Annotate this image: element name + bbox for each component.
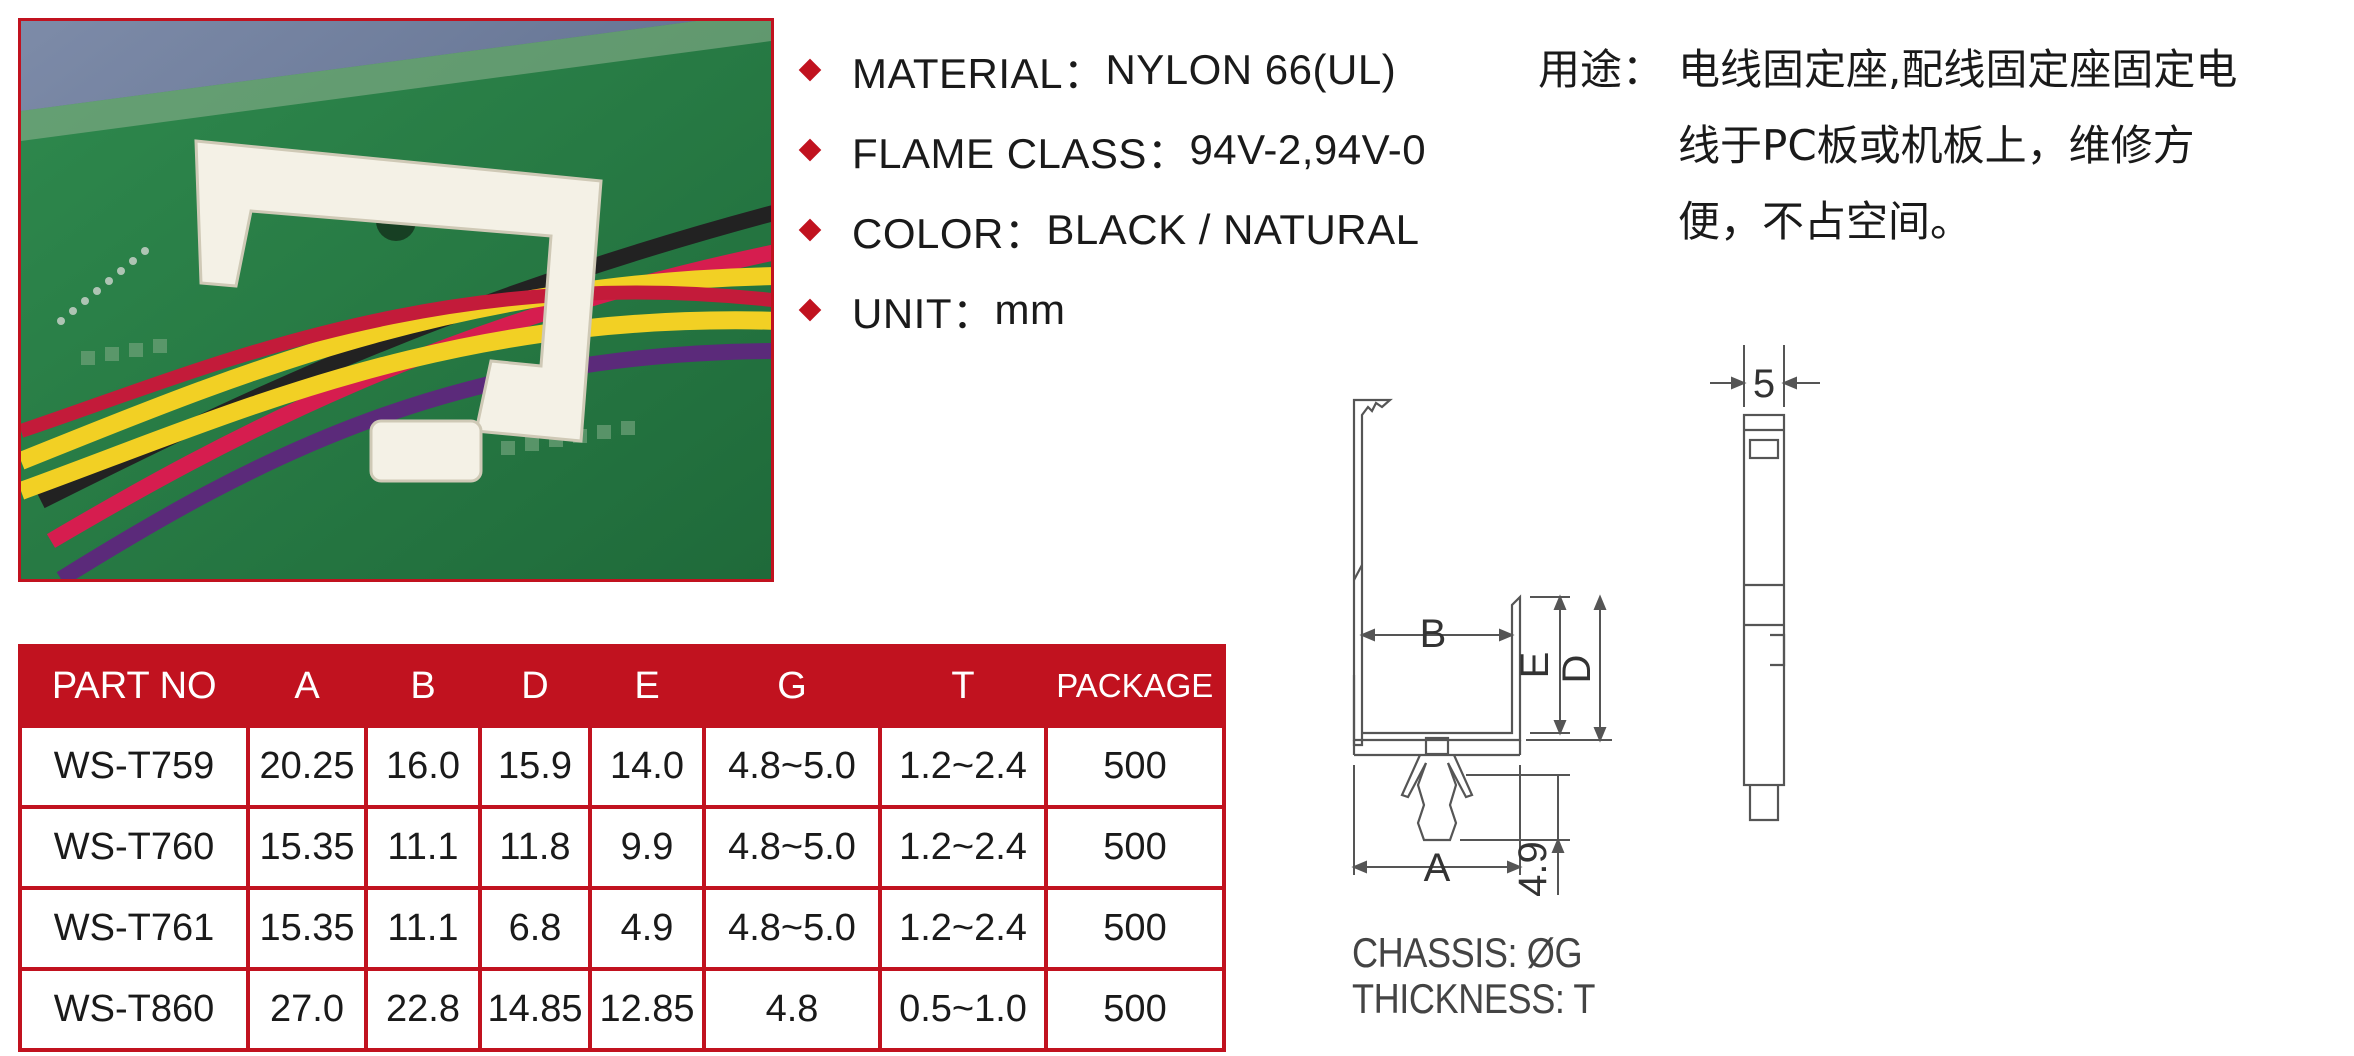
column-header: B xyxy=(364,646,480,726)
table-cell: 14.0 xyxy=(588,724,706,809)
spec-color: COLOR： BLACK / NATURAL xyxy=(792,190,1426,270)
chassis-note: CHASSIS: ØG xyxy=(1352,929,1583,976)
spec-unit: UNIT： mm xyxy=(792,270,1426,350)
table-cell: 27.0 xyxy=(246,967,368,1052)
column-header: PACKAGE xyxy=(1044,646,1224,726)
spec-table: PART NO A B D E G T PACKAGE WS-T759 20.2… xyxy=(18,644,1226,1052)
drawing-notes: CHASSIS: ØG THICKNESS: T xyxy=(1352,930,1595,1022)
front-view-drawing: B E D A 4.9 xyxy=(1351,398,1612,897)
column-header: G xyxy=(702,646,880,726)
table-cell: WS-T760 xyxy=(18,805,250,890)
table-cell: 4.8 xyxy=(702,967,882,1052)
table-cell: 22.8 xyxy=(364,967,482,1052)
table-cell: 16.0 xyxy=(364,724,482,809)
spec-flame-class: FLAME CLASS： 94V-2,94V-0 xyxy=(792,110,1426,190)
table-cell: 20.25 xyxy=(246,724,368,809)
dim-label-5: 5 xyxy=(1753,362,1775,406)
column-header: A xyxy=(246,646,366,726)
spec-value: 94V-2,94V-0 xyxy=(1189,126,1427,173)
column-header: D xyxy=(478,646,590,726)
product-photo xyxy=(18,18,774,582)
table-cell: WS-T759 xyxy=(18,724,250,809)
table-cell: 1.2~2.4 xyxy=(878,724,1048,809)
table-cell: 14.85 xyxy=(478,967,592,1052)
diamond-bullet-icon xyxy=(798,298,822,322)
table-cell: 11.1 xyxy=(364,886,482,971)
table-cell: 4.8~5.0 xyxy=(702,886,882,971)
dim-label-e: E xyxy=(1513,652,1557,679)
spec-label: FLAME CLASS： xyxy=(852,129,1190,177)
table-cell: 15.35 xyxy=(246,886,368,971)
table-cell: 1.2~2.4 xyxy=(878,805,1048,890)
table-cell: 500 xyxy=(1044,886,1226,971)
dim-label-a: A xyxy=(1424,846,1451,890)
diamond-bullet-icon xyxy=(798,58,822,82)
table-cell: 500 xyxy=(1044,967,1226,1052)
table-cell: 500 xyxy=(1044,805,1226,890)
table-cell: 1.2~2.4 xyxy=(878,886,1048,971)
table-row: WS-T759 20.25 16.0 15.9 14.0 4.8~5.0 1.2… xyxy=(18,724,1226,809)
usage-label: 用途： xyxy=(1538,45,1665,94)
table-cell: WS-T860 xyxy=(18,967,250,1052)
table-header-row: PART NO A B D E G T PACKAGE xyxy=(18,646,1224,726)
table-cell: 15.9 xyxy=(478,724,592,809)
side-view-drawing: 5 xyxy=(1710,345,1820,822)
dim-label-d: D xyxy=(1555,655,1599,684)
table-cell: 4.9 xyxy=(588,886,706,971)
diamond-bullet-icon xyxy=(798,138,822,162)
dim-label-4-9: 4.9 xyxy=(1511,841,1555,897)
spec-label: MATERIAL： xyxy=(852,49,1106,97)
table-cell: 15.35 xyxy=(246,805,368,890)
table-cell: 6.8 xyxy=(478,886,592,971)
table-cell: 9.9 xyxy=(588,805,706,890)
spec-label: UNIT： xyxy=(852,289,995,337)
dim-label-b: B xyxy=(1420,612,1447,656)
cable-clamp-photo xyxy=(21,21,771,579)
usage-block: 用途： 电线固定座,配线固定座固定电 线于PC板或机板上，维修方 便，不占空间。 xyxy=(1538,32,2298,260)
table-cell: 11.1 xyxy=(364,805,482,890)
spec-value: NYLON 66(UL) xyxy=(1105,46,1397,93)
table-cell: 12.85 xyxy=(588,967,706,1052)
thickness-note: THICKNESS: T xyxy=(1352,975,1596,1022)
table-row: WS-T761 15.35 11.1 6.8 4.9 4.8~5.0 1.2~2… xyxy=(18,886,1226,971)
usage-text: 电线固定座,配线固定座固定电 线于PC板或机板上，维修方 便，不占空间。 xyxy=(1678,45,2238,246)
table-cell: 4.8~5.0 xyxy=(702,805,882,890)
table-cell: 500 xyxy=(1044,724,1226,809)
clamp-outline xyxy=(1352,398,1393,747)
table-cell: 0.5~1.0 xyxy=(878,967,1048,1052)
column-header: PART NO xyxy=(18,646,248,726)
spec-list: MATERIAL： NYLON 66(UL) FLAME CLASS： 94V-… xyxy=(792,30,1426,350)
table-cell: 11.8 xyxy=(478,805,592,890)
spec-value: mm xyxy=(994,286,1066,333)
table-cell: WS-T761 xyxy=(18,886,250,971)
table-row: WS-T860 27.0 22.8 14.85 12.85 4.8 0.5~1.… xyxy=(18,967,1226,1052)
diamond-bullet-icon xyxy=(798,218,822,242)
spec-material: MATERIAL： NYLON 66(UL) xyxy=(792,30,1426,110)
column-header: E xyxy=(588,646,704,726)
table-row: WS-T760 15.35 11.1 11.8 9.9 4.8~5.0 1.2~… xyxy=(18,805,1226,890)
spec-label: COLOR： xyxy=(852,209,1047,257)
table-cell: 4.8~5.0 xyxy=(702,724,882,809)
spec-value: BLACK / NATURAL xyxy=(1046,206,1420,253)
column-header: T xyxy=(878,646,1046,726)
